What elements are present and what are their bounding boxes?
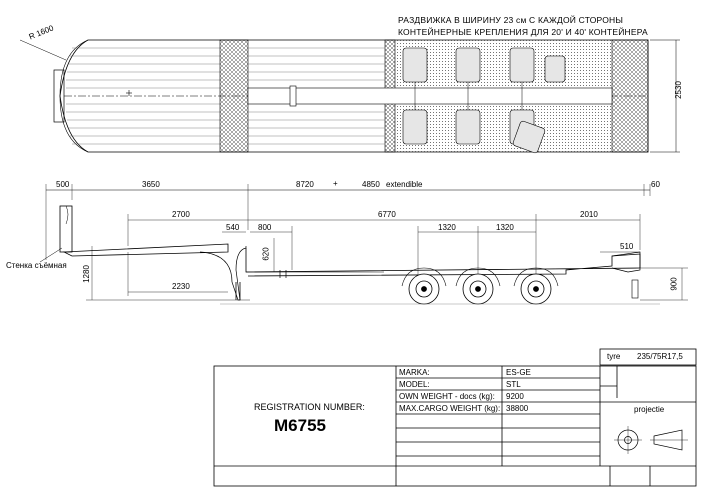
note-width-extension: РАЗДВИЖКА В ШИРИНУ 23 см С КАЖДОЙ СТОРОН… xyxy=(398,15,624,25)
spec-value-marka: ES-GE xyxy=(506,368,531,377)
projection-symbol xyxy=(614,426,688,454)
front-radius xyxy=(59,39,89,153)
dim-1320-b: 1320 xyxy=(496,223,514,232)
removable-wall-label: Стенка съёмная xyxy=(6,261,67,270)
dim-2230: 2230 xyxy=(172,282,190,291)
hatch-zone-1 xyxy=(219,39,249,153)
dim-3650: 3650 xyxy=(142,180,160,189)
neck-deck-strips xyxy=(66,47,220,145)
width-label: 2530 xyxy=(673,81,683,99)
dim-500: 500 xyxy=(56,180,70,189)
dim-2010: 2010 xyxy=(580,210,598,219)
dim-620: 620 xyxy=(261,247,271,261)
title-block xyxy=(213,348,697,487)
spec-value-model: STL xyxy=(506,380,521,389)
side-wheels xyxy=(408,273,552,305)
spec-value-max-cargo: 38800 xyxy=(506,404,529,413)
dim-900: 900 xyxy=(669,277,679,291)
dim-8720: 8720 xyxy=(296,180,314,189)
dim-extendible: extendible xyxy=(386,180,423,189)
dim-4850: 4850 xyxy=(362,180,380,189)
gooseneck xyxy=(62,243,229,257)
registration-label: REGISTRATION NUMBER: xyxy=(254,402,365,412)
hatch-zone-3 xyxy=(611,39,649,153)
dim-510: 510 xyxy=(620,242,634,251)
dim-60: 60 xyxy=(651,180,660,189)
spec-value-own-weight: 9200 xyxy=(506,392,524,401)
note-container-locks: КОНТЕЙНЕРНЫЕ КРЕПЛЕНИЯ ДЛЯ 20' И 40' КОН… xyxy=(398,27,648,37)
registration-number: M6755 xyxy=(274,416,326,435)
dim-2700: 2700 xyxy=(172,210,190,219)
dim-1320-a: 1320 xyxy=(438,223,456,232)
side-view xyxy=(39,184,688,305)
projection-label: projectie xyxy=(634,405,665,414)
plan-view xyxy=(19,39,680,154)
dim-540: 540 xyxy=(226,223,240,232)
spec-label-own-weight: OWN WEIGHT - docs (kg): xyxy=(399,392,495,401)
dim-6770: 6770 xyxy=(378,210,396,219)
dim-800: 800 xyxy=(258,223,272,232)
headboard xyxy=(59,205,73,253)
spec-label-marka: MARKA: xyxy=(399,368,430,377)
tyre-value: 235/75R17,5 xyxy=(637,352,683,361)
spec-label-model: MODEL: xyxy=(399,380,430,389)
dim-1280: 1280 xyxy=(81,265,91,283)
plan-wheels xyxy=(402,47,566,154)
dim-plus: + xyxy=(333,179,338,188)
main-deck-strips xyxy=(248,47,385,145)
spec-label-max-cargo: MAX.CARGO WEIGHT (kg): xyxy=(399,404,501,413)
tyre-label: tyre xyxy=(607,352,621,361)
